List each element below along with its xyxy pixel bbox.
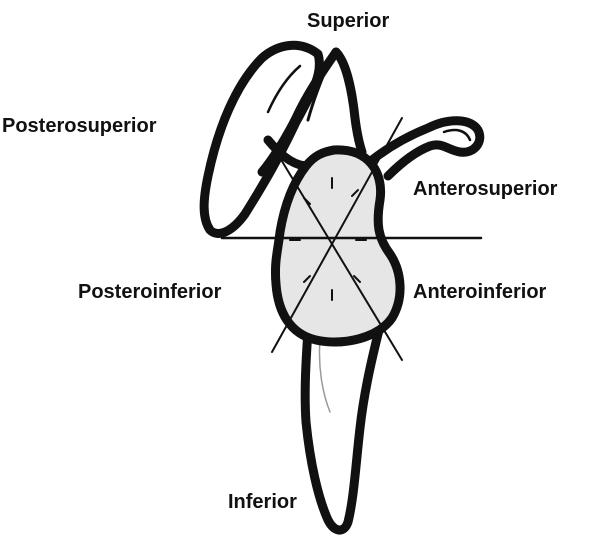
body-inner-line — [319, 340, 330, 412]
superior-neck — [336, 52, 362, 152]
label-superior: Superior — [307, 10, 389, 32]
label-inferior: Inferior — [228, 491, 297, 513]
coracoid-inner-line — [444, 130, 470, 140]
scapular-body — [305, 326, 380, 530]
label-posteroinferior: Posteroinferior — [78, 281, 222, 303]
coracoid-process — [372, 121, 480, 176]
label-anterosuperior: Anterosuperior — [413, 178, 558, 200]
acromion-inner-line — [268, 66, 300, 112]
label-posterosuperior: Posterosuperior — [2, 115, 157, 137]
label-anteroinferior: Anteroinferior — [413, 281, 547, 303]
